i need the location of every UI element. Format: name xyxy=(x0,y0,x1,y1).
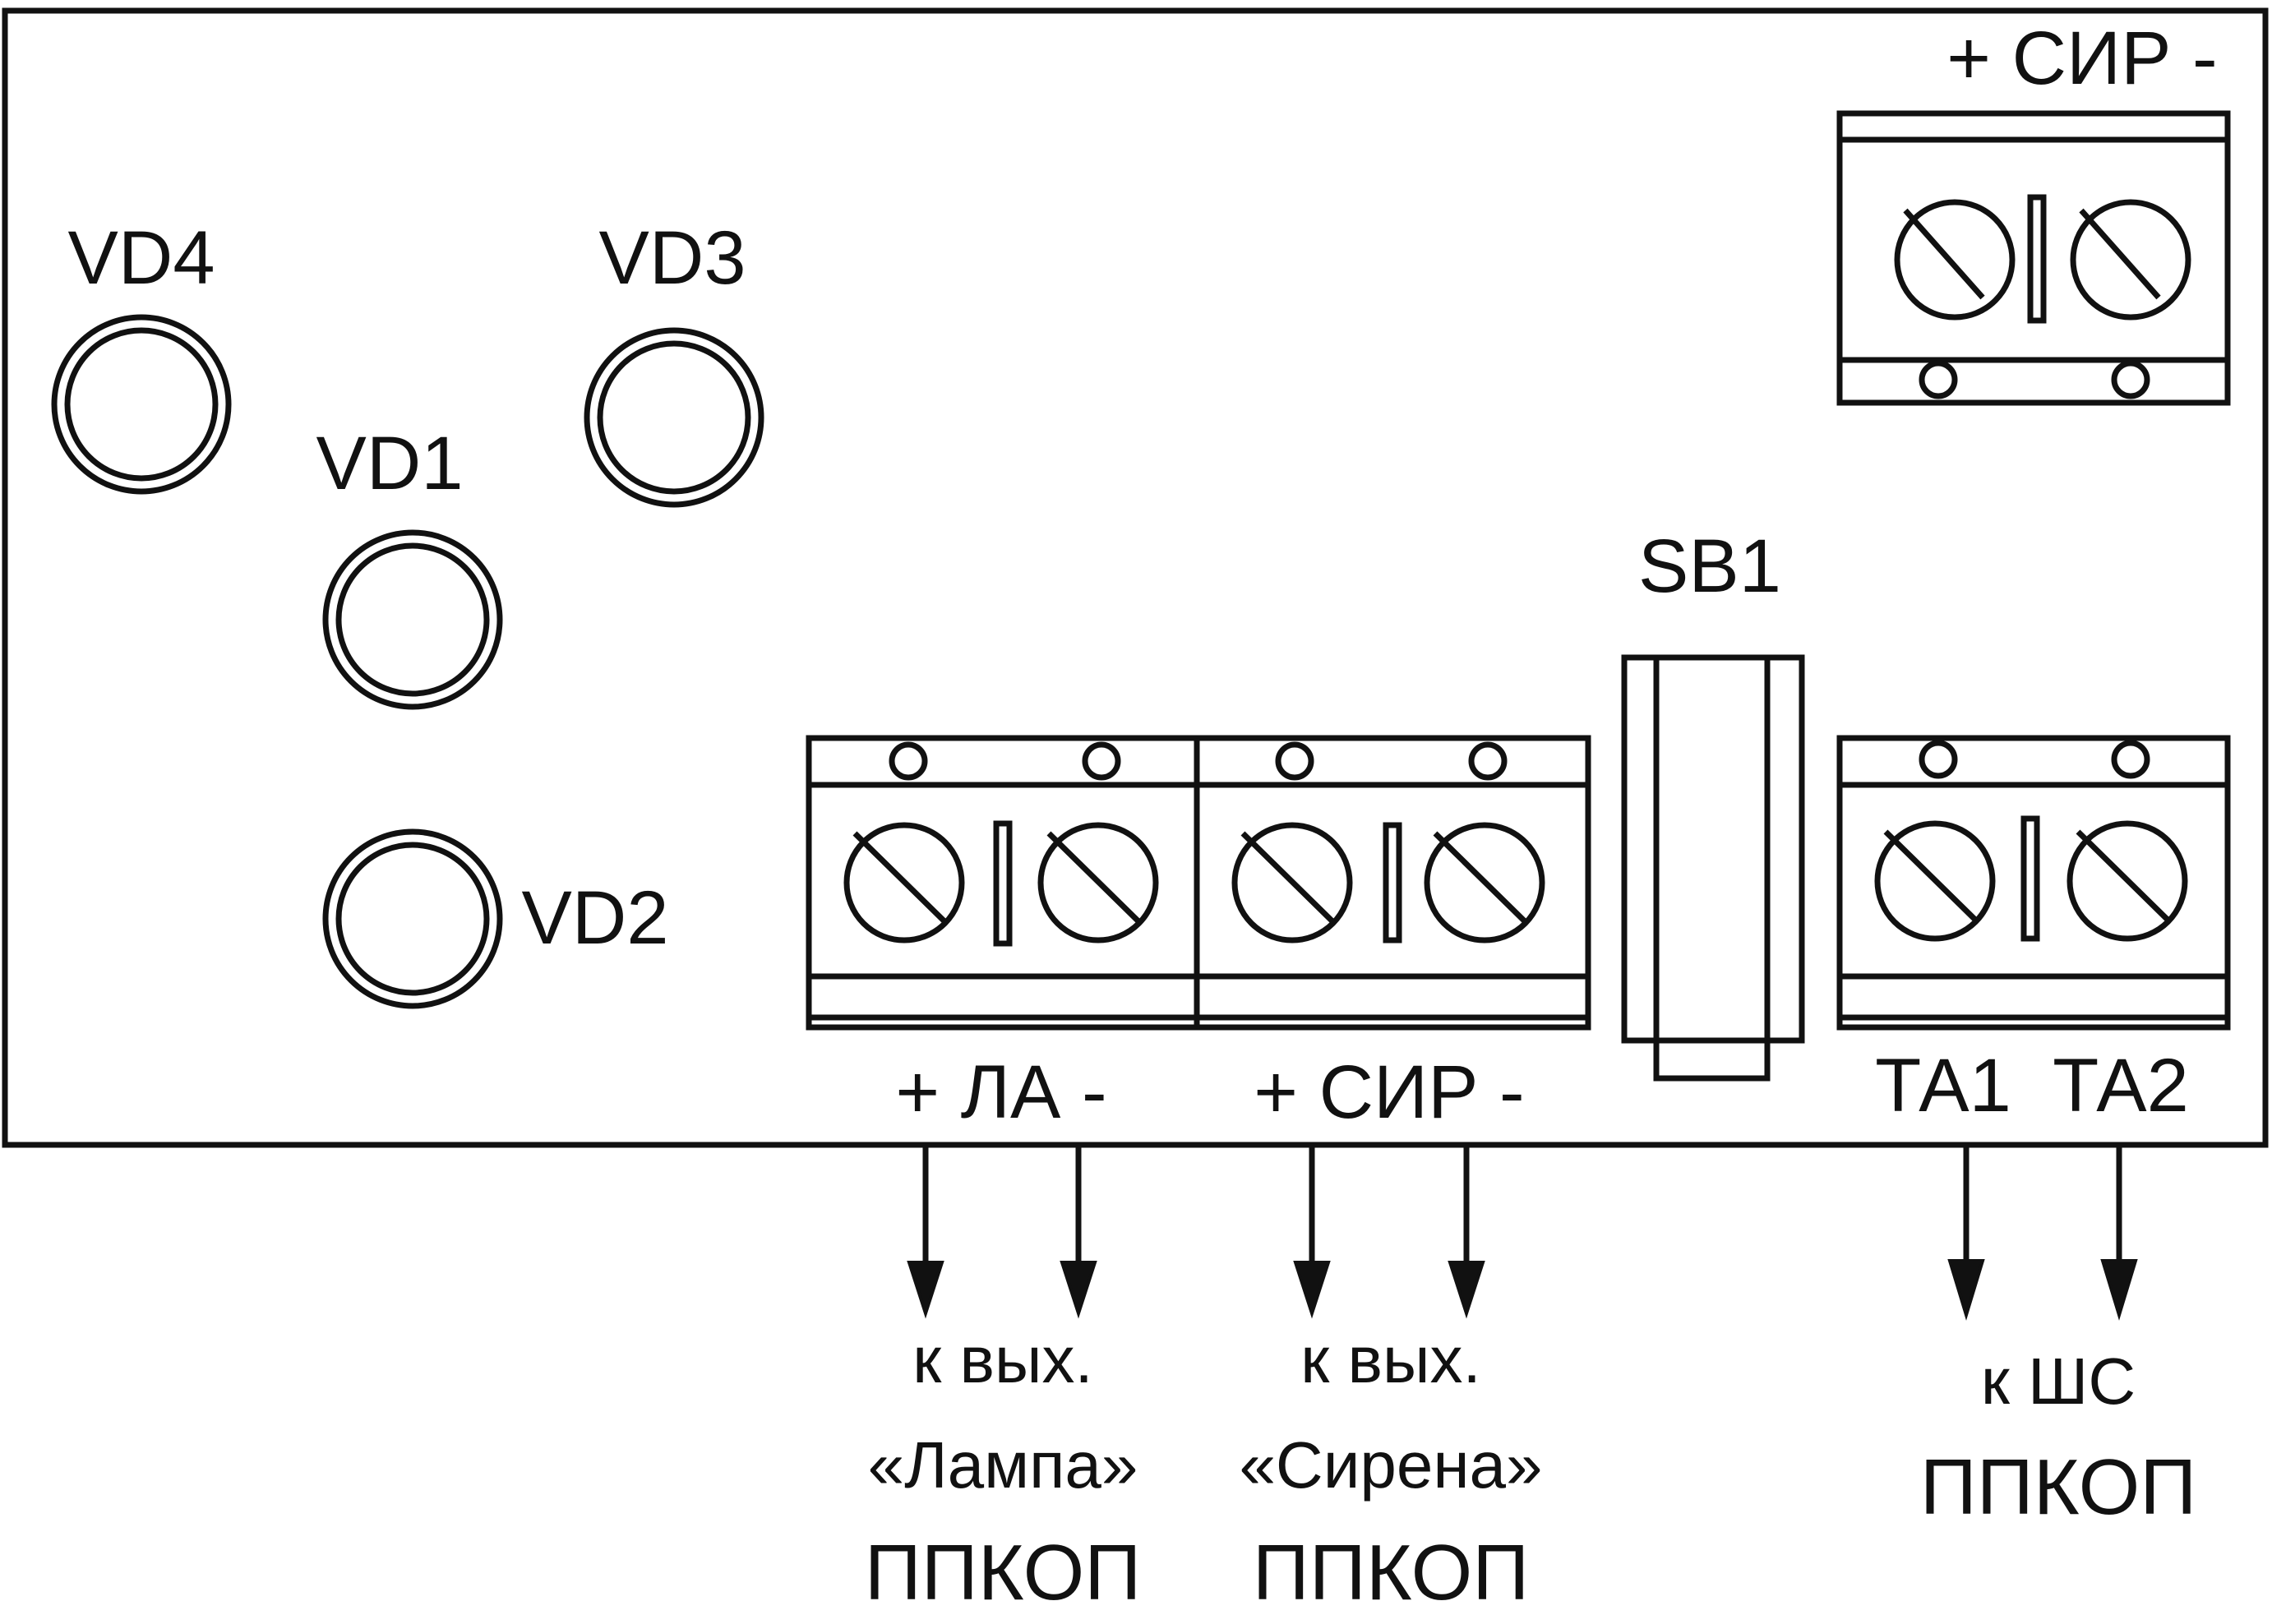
screw-lamp-minus xyxy=(1037,822,1159,943)
output-siren-line2: «Сирена» xyxy=(1239,1428,1542,1502)
screw-top-siren-minus xyxy=(2070,199,2191,321)
arrow-lamp-plus xyxy=(907,1146,944,1319)
output-lamp-line1: к вых. xyxy=(912,1323,1092,1396)
output-siren-line3: ППКОП xyxy=(1253,1529,1530,1617)
led-label-vd2: VD2 xyxy=(522,876,669,960)
arrow-ta2 xyxy=(2100,1146,2138,1321)
screw-ta1 xyxy=(1874,820,1996,942)
led-vd1 xyxy=(322,529,503,710)
led-label-vd3: VD3 xyxy=(599,216,746,300)
label-siren: + СИР - xyxy=(1254,1050,1524,1134)
screw-siren-plus xyxy=(1231,822,1353,943)
output-siren-line1: к вых. xyxy=(1300,1323,1480,1396)
label-ta2: ТА2 xyxy=(2053,1044,2189,1128)
terminal-block-top-siren xyxy=(1836,110,2231,406)
arrow-siren-plus xyxy=(1293,1146,1331,1319)
arrow-siren-minus xyxy=(1448,1146,1485,1319)
screw-ta2 xyxy=(2067,820,2188,942)
divider-lamp xyxy=(993,820,1013,947)
divider-ta xyxy=(2020,815,2040,942)
arrow-ta1 xyxy=(1947,1146,1985,1321)
led-vd4 xyxy=(51,314,232,495)
screw-lamp-plus xyxy=(843,822,965,943)
output-lamp-line2: «Лампа» xyxy=(868,1428,1138,1502)
label-sb1: SB1 xyxy=(1638,524,1781,608)
divider-top-siren xyxy=(2027,194,2047,324)
label-lamp: + ЛА - xyxy=(895,1050,1106,1134)
button-sb1 xyxy=(1621,654,1805,1082)
label-top-siren: + СИР - xyxy=(1946,16,2217,100)
screw-siren-minus xyxy=(1424,822,1545,943)
terminal-block-main xyxy=(806,735,1591,1031)
arrow-lamp-minus xyxy=(1060,1146,1097,1319)
led-label-vd1: VD1 xyxy=(316,422,464,505)
led-label-vd4: VD4 xyxy=(68,216,215,300)
screw-top-siren-plus xyxy=(1894,199,2016,321)
board-outline xyxy=(2,7,2269,1148)
terminal-block-ta xyxy=(1836,735,2231,1031)
output-loop-line2: ППКОП xyxy=(1920,1443,2197,1531)
led-vd3 xyxy=(584,327,764,508)
divider-siren xyxy=(1383,822,1402,943)
led-vd2 xyxy=(322,828,503,1009)
output-loop-line1: к ШС xyxy=(1981,1345,2136,1418)
output-lamp-line3: ППКОП xyxy=(865,1529,1142,1617)
label-ta1: ТА1 xyxy=(1875,1044,2011,1128)
